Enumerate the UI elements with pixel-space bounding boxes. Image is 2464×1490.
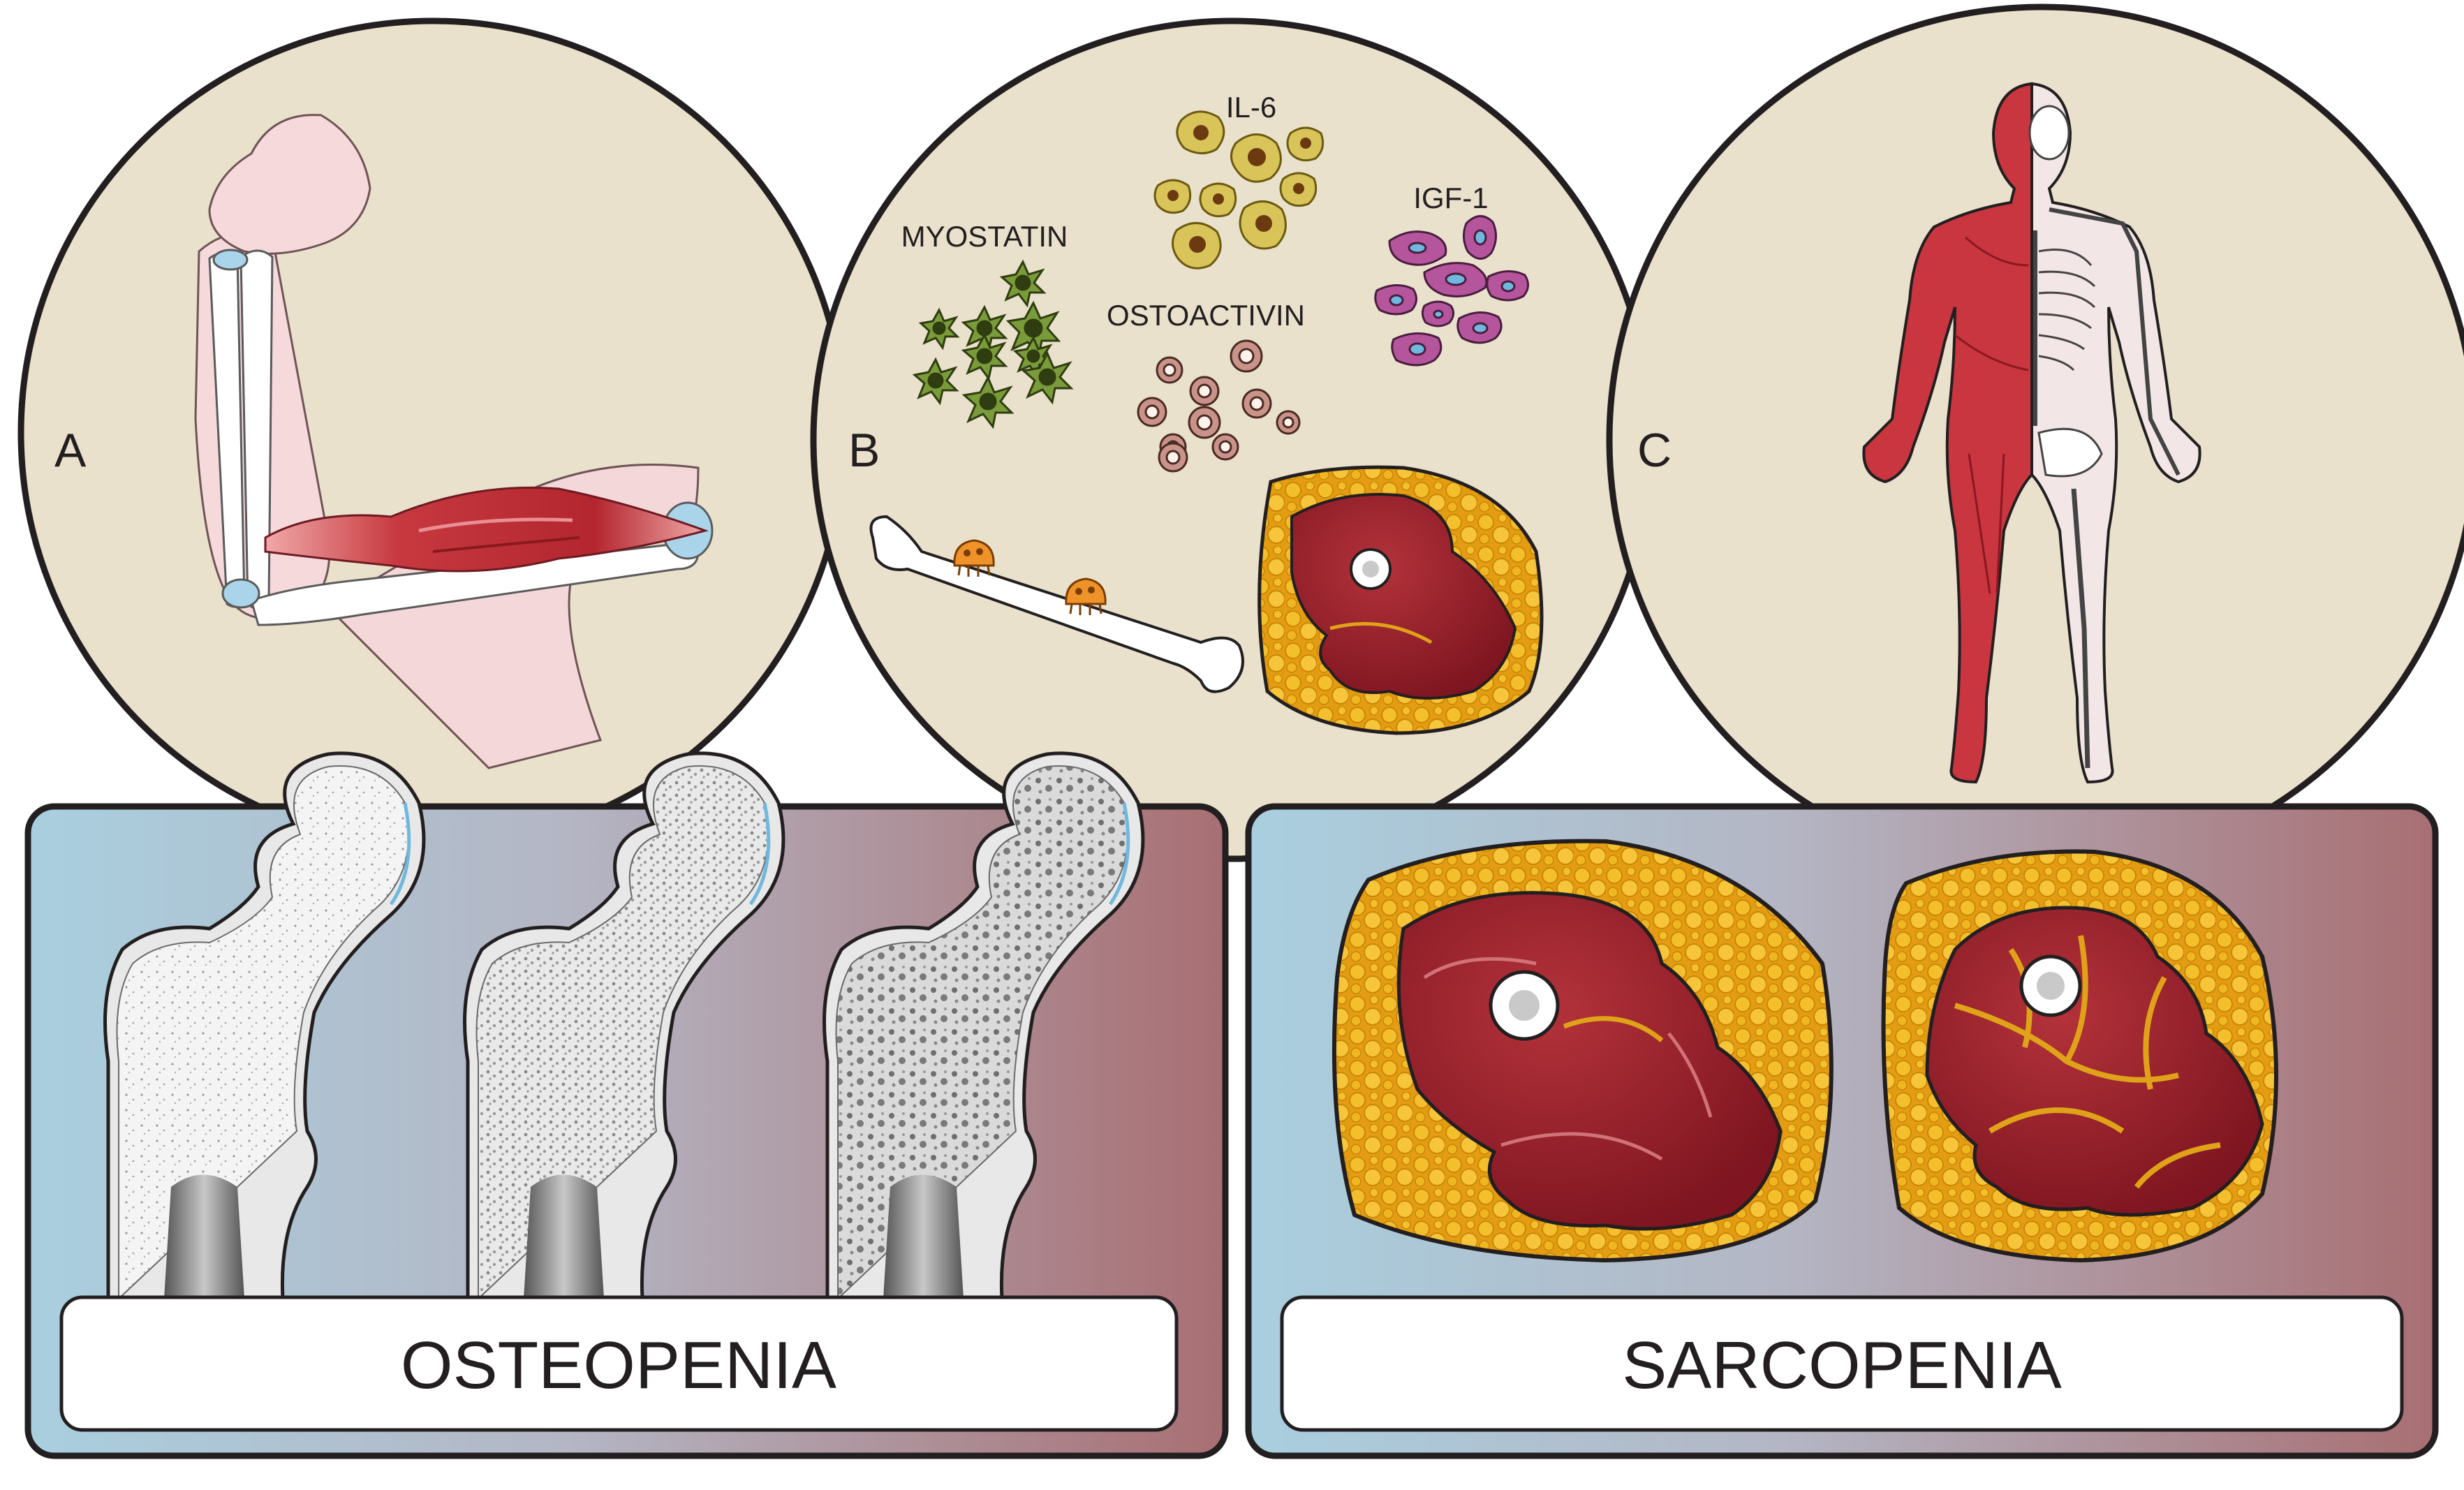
human-figure: [1862, 82, 2201, 784]
osteopenia-label-box: [59, 1295, 1179, 1432]
myostatin-cells: [912, 259, 1074, 429]
sarcopenia-title: SARCOPENIA: [1622, 1328, 2061, 1403]
sarcopenia-panel: SARCOPENIA: [1245, 803, 2439, 1459]
femur-osteopenic: [463, 751, 785, 1301]
circle-a: A: [17, 17, 848, 848]
circle-c: C: [1606, 3, 2464, 876]
sarcopenia-label-box: [1280, 1295, 2404, 1432]
igf1-cells: [1374, 215, 1529, 367]
ostoactivin-cells: [1137, 339, 1301, 473]
long-bone: [869, 515, 1244, 693]
skeleton: [2028, 105, 2181, 769]
il6-label: IL-6: [1226, 91, 1276, 124]
osteoclast: [953, 539, 995, 577]
thigh-cross-section: [1257, 465, 1544, 735]
circle-b: B IL-6 MYOSTATIN IGF-1 OSTOACTIVIN: [810, 17, 1655, 862]
ostoactivin-label: OSTOACTIVIN: [1107, 299, 1305, 332]
il6-cells: [1153, 110, 1325, 270]
osteoclast: [1065, 577, 1107, 615]
myostatin-label: MYOSTATIN: [901, 220, 1068, 253]
flexed-arm-illustration: [194, 114, 714, 769]
igf1-label: IGF-1: [1413, 182, 1488, 214]
thigh-healthy: [1331, 839, 1834, 1263]
thigh-sarcopenic: [1881, 849, 2278, 1263]
femur-healthy: [103, 751, 426, 1301]
circle-b-letter: B: [848, 424, 880, 477]
osteopenia-panel: OSTEOPENIA: [24, 751, 1229, 1459]
femur-porous: [822, 751, 1145, 1301]
circle-c-letter: C: [1637, 424, 1672, 477]
osteopenia-title: OSTEOPENIA: [401, 1328, 836, 1403]
circle-a-letter: A: [54, 424, 87, 477]
